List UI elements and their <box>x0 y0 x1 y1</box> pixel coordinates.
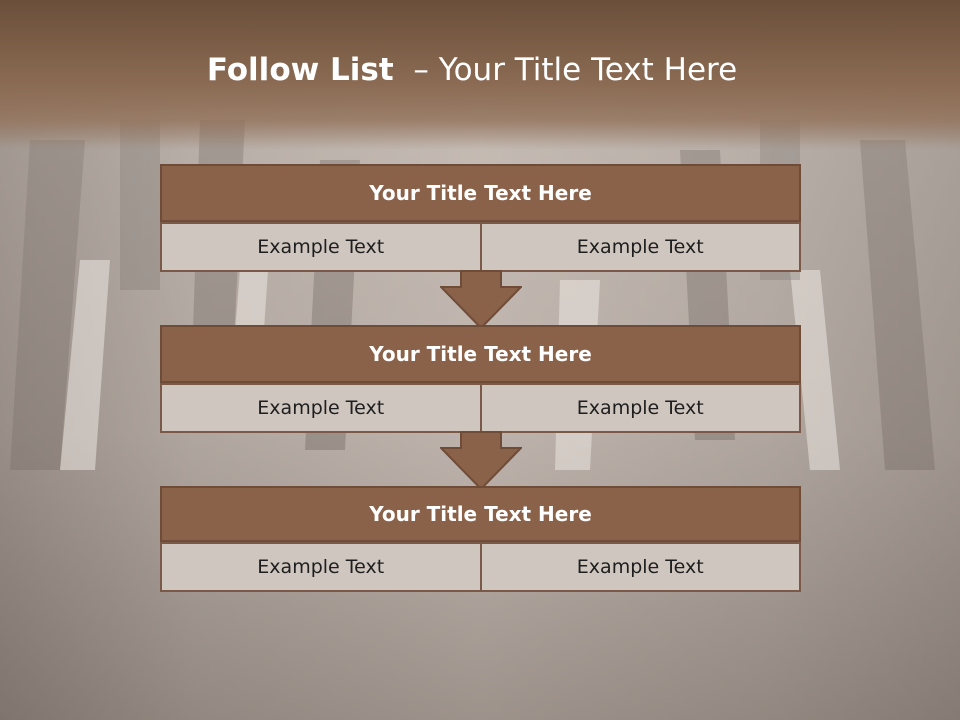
title-band <box>0 0 960 150</box>
step-2-left-cell: Example Text <box>160 383 482 433</box>
title-rest-text: – Your Title Text Here <box>393 52 738 88</box>
step-block-1: Your Title Text Here Example Text Exampl… <box>160 164 801 272</box>
down-arrow-icon <box>440 270 522 330</box>
step-row-3: Example Text Example Text <box>160 542 801 592</box>
step-row-2: Example Text Example Text <box>160 383 801 433</box>
slide-title: Follow List – Your Title Text Here <box>0 52 944 88</box>
step-header-3: Your Title Text Here <box>160 486 801 542</box>
step-3-left-cell: Example Text <box>160 542 482 592</box>
step-block-3: Your Title Text Here Example Text Exampl… <box>160 486 801 592</box>
step-3-right-cell: Example Text <box>481 542 801 592</box>
down-arrow-icon <box>440 431 522 491</box>
step-row-1: Example Text Example Text <box>160 222 801 272</box>
step-1-right-cell: Example Text <box>481 222 801 272</box>
step-block-2: Your Title Text Here Example Text Exampl… <box>160 325 801 433</box>
step-2-right-cell: Example Text <box>481 383 801 433</box>
step-1-left-cell: Example Text <box>160 222 482 272</box>
step-header-2: Your Title Text Here <box>160 325 801 383</box>
title-bold-text: Follow List <box>206 52 394 88</box>
step-header-1: Your Title Text Here <box>160 164 801 222</box>
